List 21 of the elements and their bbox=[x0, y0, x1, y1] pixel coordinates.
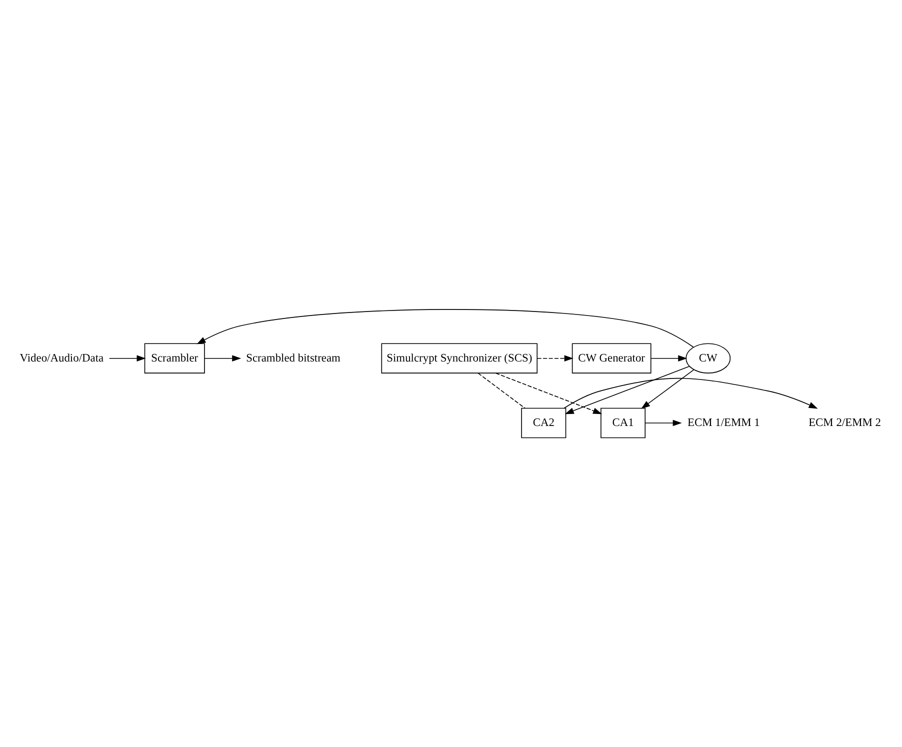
arrow bbox=[108, 355, 146, 362]
arrow bbox=[564, 378, 818, 409]
arrow bbox=[641, 369, 694, 409]
arrow bbox=[650, 355, 688, 362]
arrow bbox=[645, 420, 682, 426]
node-ellipse: CW bbox=[686, 343, 731, 374]
arrow bbox=[196, 309, 694, 348]
node-box: CA1 bbox=[600, 408, 646, 438]
node-text: ECM 1/EMM 1 bbox=[687, 417, 760, 430]
node-text: Scrambled bitstream bbox=[246, 352, 340, 364]
arrow bbox=[204, 355, 242, 362]
arrow bbox=[564, 366, 690, 414]
node-box: CA2 bbox=[521, 408, 566, 438]
arrow bbox=[495, 372, 602, 414]
connector bbox=[478, 372, 526, 409]
arrow bbox=[536, 355, 574, 362]
node-text: Video/Audio/Data bbox=[20, 352, 104, 364]
node-box: Scrambler bbox=[144, 343, 205, 374]
node-text: ECM 2/EMM 2 bbox=[808, 417, 882, 430]
node-box: Simulcrypt Synchronizer (SCS) bbox=[381, 343, 538, 374]
node-box: CW Generator bbox=[572, 343, 652, 374]
